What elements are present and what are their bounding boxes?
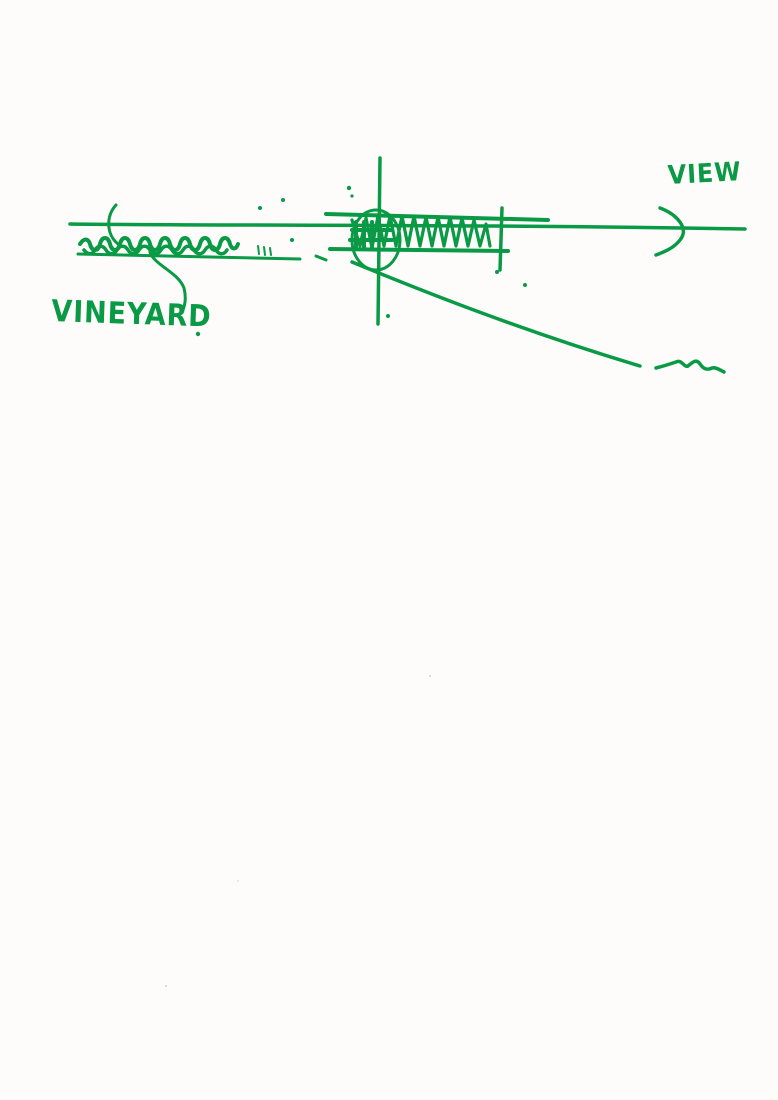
building-hatching: [350, 214, 492, 250]
small-ground-tick: [314, 254, 328, 262]
building-hatching-dense: [348, 220, 394, 250]
paper-speck: [165, 985, 167, 987]
mark-dot: [346, 185, 352, 191]
paper-speck: [429, 675, 431, 677]
right-arrowhead-view: [654, 206, 686, 257]
vineyard-ground-line: [76, 252, 302, 261]
mark-dot: [495, 270, 499, 274]
vineyard-label: VINEYARD: [50, 294, 213, 335]
building-end-wall: [498, 206, 504, 272]
mark-dot: [195, 331, 201, 337]
left-arrowhead: [107, 203, 120, 246]
sloping-ground-line: [350, 260, 642, 368]
mark-dot: [350, 194, 354, 198]
view-axis-line: [68, 222, 747, 231]
mark-dot: [258, 206, 262, 210]
ground-squiggle: [654, 359, 726, 374]
mark-dot: [290, 238, 294, 242]
vineyard-small-ticks: [257, 245, 272, 256]
vineyard-hatching: [78, 236, 240, 252]
mark-dot: [281, 198, 285, 202]
mark-dot: [386, 314, 390, 318]
vineyard-pointer-arrow: [148, 250, 187, 314]
building-floor-slab: [328, 247, 510, 253]
mark-dot: [523, 283, 527, 287]
vineyard-hatching-lower: [82, 244, 229, 256]
view-label: VIEW: [667, 157, 743, 191]
paper-speck: [237, 880, 239, 882]
